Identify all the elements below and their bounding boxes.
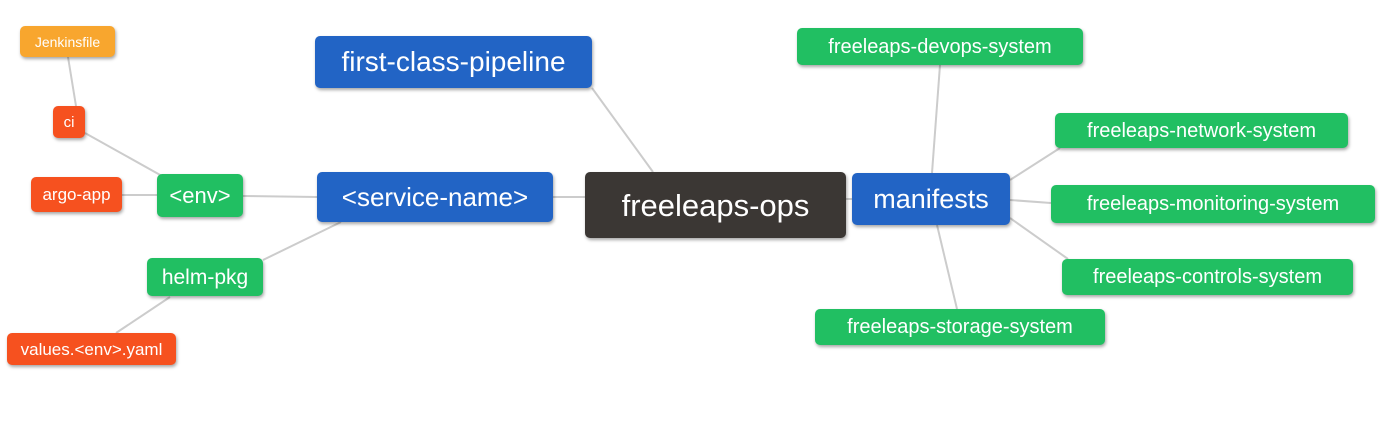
- edge-first-class-pipeline-to-freeleaps-ops: [591, 87, 654, 173]
- edge-manifests-to-freeleaps-network-system: [1009, 147, 1061, 181]
- edge-helm-pkg-to-service-name: [262, 221, 342, 261]
- node-manifests[interactable]: manifests: [852, 173, 1010, 225]
- edge-manifests-to-freeleaps-monitoring-system: [1009, 199, 1052, 204]
- node-values-env-yaml[interactable]: values.<env>.yaml: [7, 333, 176, 365]
- node-freeleaps-storage-system[interactable]: freeleaps-storage-system: [815, 309, 1105, 345]
- edge-manifests-to-freeleaps-devops-system: [931, 64, 941, 174]
- edge-manifests-to-freeleaps-storage-system: [936, 224, 958, 310]
- node-argo-app[interactable]: argo-app: [31, 177, 122, 212]
- node-ci[interactable]: ci: [53, 106, 85, 138]
- node-first-class-pipeline[interactable]: first-class-pipeline: [315, 36, 592, 88]
- node-freeleaps-devops-system[interactable]: freeleaps-devops-system: [797, 28, 1083, 65]
- edge-jenkinsfile-to-ci: [67, 56, 77, 107]
- node-freeleaps-controls-system[interactable]: freeleaps-controls-system: [1062, 259, 1353, 295]
- node-env[interactable]: <env>: [157, 174, 243, 217]
- edge-manifests-to-freeleaps-controls-system: [1009, 217, 1069, 260]
- node-freeleaps-ops[interactable]: freeleaps-ops: [585, 172, 846, 238]
- edge-values-env-yaml-to-helm-pkg: [115, 296, 171, 334]
- node-helm-pkg[interactable]: helm-pkg: [147, 258, 263, 296]
- edge-env-to-service-name: [242, 195, 318, 198]
- node-freeleaps-network-system[interactable]: freeleaps-network-system: [1055, 113, 1348, 148]
- node-freeleaps-monitoring-system[interactable]: freeleaps-monitoring-system: [1051, 185, 1375, 223]
- node-jenkinsfile[interactable]: Jenkinsfile: [20, 26, 115, 57]
- edge-ci-to-env: [84, 132, 163, 177]
- node-service-name[interactable]: <service-name>: [317, 172, 553, 222]
